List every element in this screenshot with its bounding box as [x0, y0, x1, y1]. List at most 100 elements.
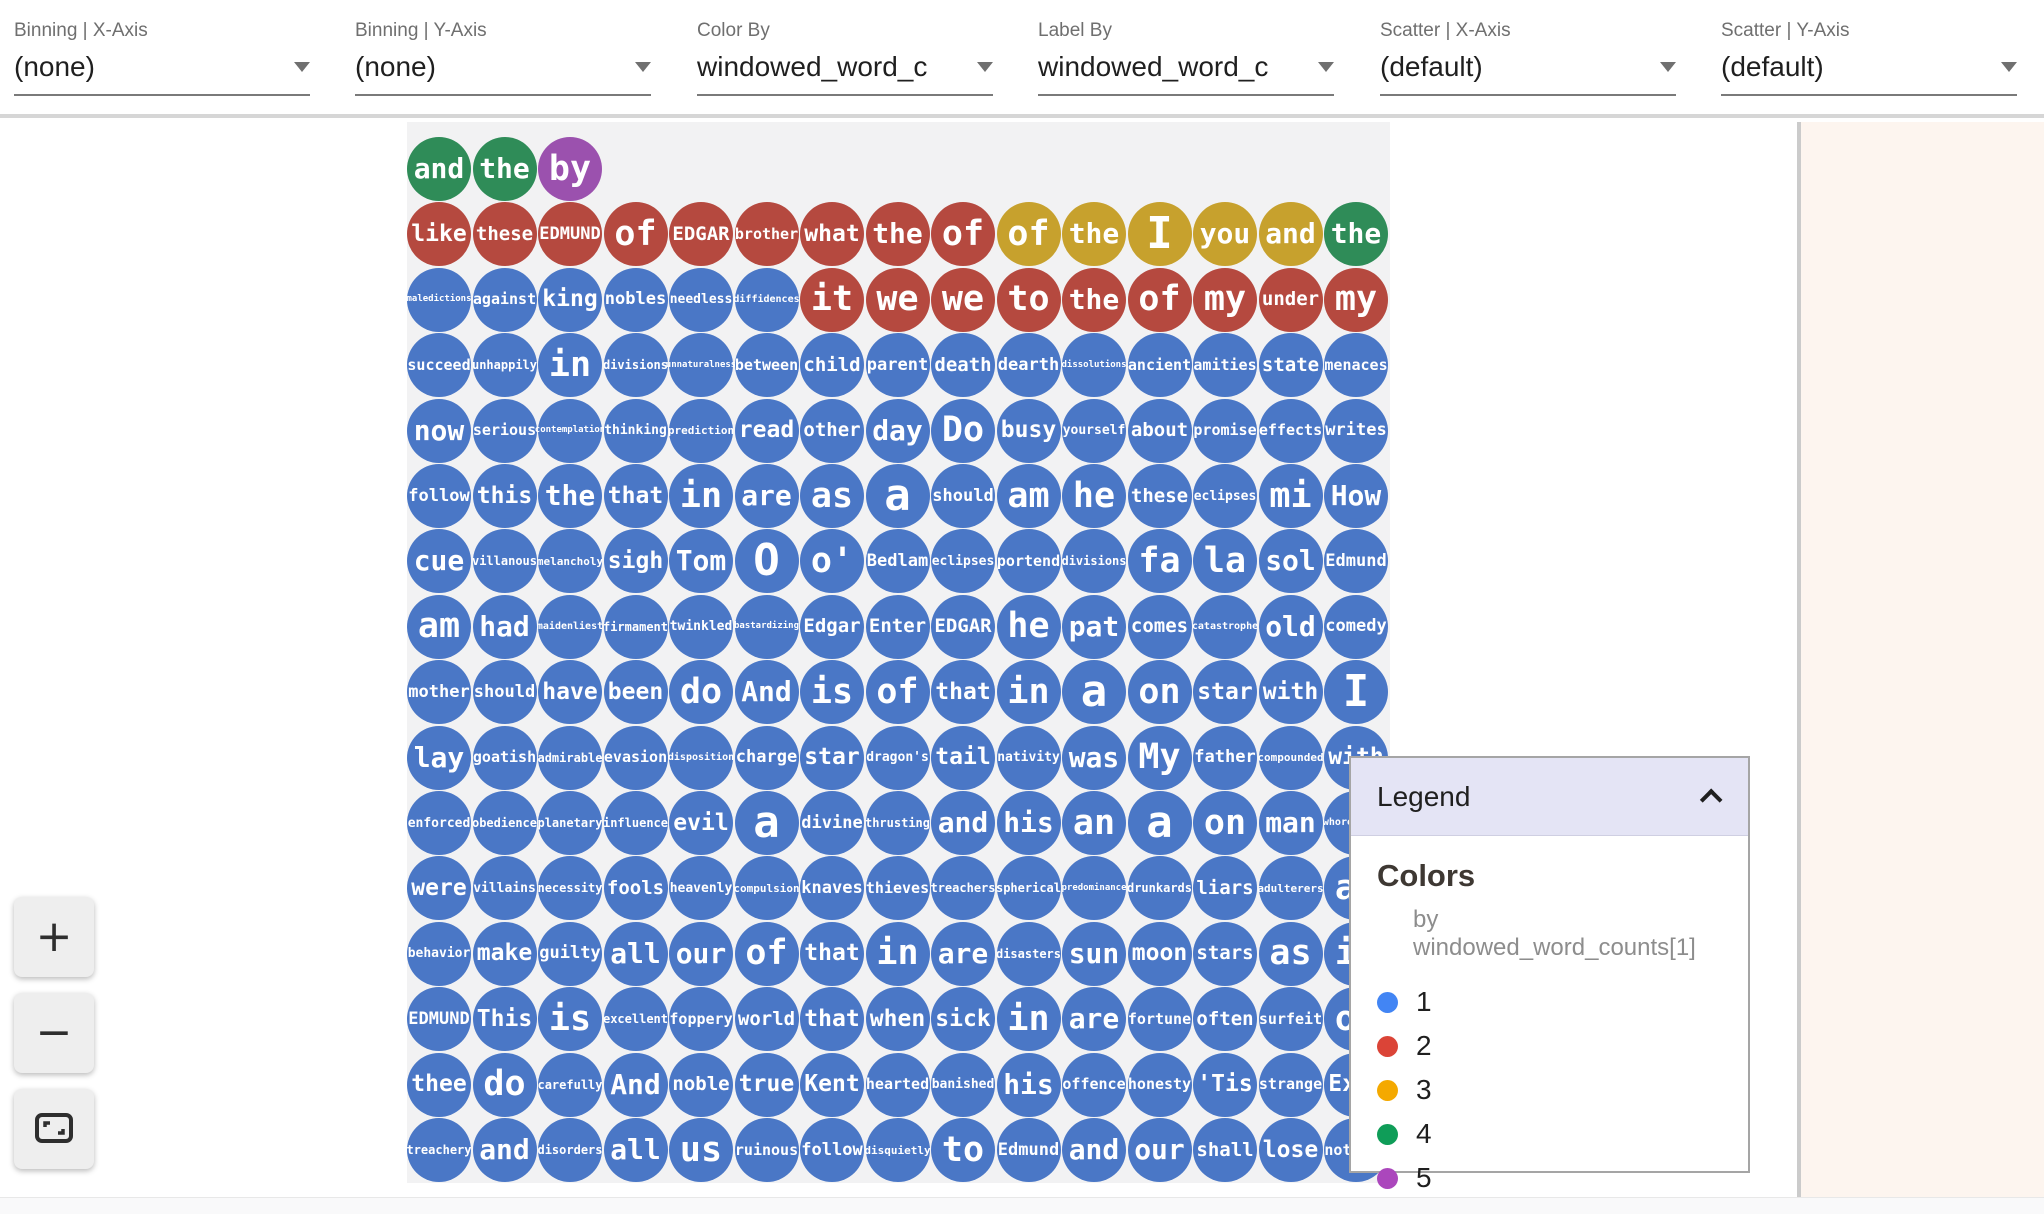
word-circle[interactable]: fa	[1127, 529, 1192, 594]
word-circle[interactable]: tail	[931, 725, 995, 790]
word-circle[interactable]: a	[1062, 660, 1126, 725]
word-circle[interactable]: world	[734, 987, 799, 1052]
word-circle[interactable]: it	[800, 267, 864, 332]
word-circle[interactable]: the	[1062, 202, 1126, 267]
word-circle[interactable]: disquietly	[864, 1118, 931, 1182]
word-circle[interactable]: of	[603, 202, 668, 267]
word-circle[interactable]: that	[603, 464, 668, 528]
word-circle[interactable]: Edgar	[800, 594, 864, 659]
word-circle[interactable]: are	[1062, 987, 1126, 1052]
word-circle[interactable]: on	[1193, 791, 1257, 855]
word-circle[interactable]: necessity	[537, 856, 603, 921]
word-circle[interactable]: moon	[1127, 921, 1192, 986]
word-circle[interactable]: succeed	[407, 333, 471, 398]
word-circle[interactable]: my	[1324, 267, 1388, 332]
word-circle[interactable]: menaces	[1324, 333, 1388, 398]
word-circle[interactable]: death	[931, 333, 995, 398]
word-circle[interactable]: Tom	[669, 529, 733, 594]
dropdown-scatter-y-axis[interactable]: Scatter | Y-Axis (default)	[1721, 20, 2017, 96]
word-circle[interactable]: charge	[734, 725, 799, 790]
word-circle[interactable]: a	[1127, 791, 1192, 855]
word-circle[interactable]: admirable	[537, 725, 603, 790]
word-circle[interactable]: man	[1258, 791, 1323, 855]
word-circle[interactable]: My	[1127, 725, 1192, 790]
word-circle[interactable]: hearted	[865, 1052, 930, 1117]
word-circle[interactable]: do	[472, 1052, 537, 1117]
dropdown-binning-y-axis[interactable]: Binning | Y-Axis (none)	[355, 20, 651, 96]
word-circle[interactable]: and	[1062, 1118, 1126, 1182]
word-circle[interactable]: EDMUND	[538, 202, 602, 267]
word-circle[interactable]: do	[669, 660, 733, 725]
word-circle[interactable]: treachery	[407, 1118, 472, 1182]
word-circle[interactable]: sun	[1062, 921, 1126, 986]
word-circle[interactable]: by	[538, 137, 602, 201]
word-circle[interactable]: thee	[407, 1052, 471, 1117]
word-circle[interactable]: busy	[996, 398, 1061, 463]
word-circle[interactable]: should	[931, 464, 995, 528]
word-circle[interactable]: my	[1193, 267, 1257, 332]
word-circle[interactable]: thrusting	[865, 791, 930, 855]
word-circle[interactable]: a	[865, 464, 930, 528]
word-circle[interactable]: serious	[472, 398, 537, 463]
word-circle[interactable]: and	[931, 791, 995, 855]
word-circle[interactable]: cue	[407, 529, 471, 594]
word-circle[interactable]: parent	[865, 333, 930, 398]
word-circle[interactable]: an	[1062, 791, 1126, 855]
word-circle[interactable]: dragon's	[865, 725, 930, 790]
word-circle[interactable]: unnaturalness	[666, 333, 736, 398]
word-circle[interactable]: been	[603, 660, 668, 725]
word-circle[interactable]: of	[931, 202, 995, 267]
word-circle[interactable]: am	[407, 594, 471, 659]
word-circle[interactable]: liars	[1193, 856, 1257, 921]
word-circle[interactable]: knaves	[800, 856, 864, 921]
word-circle[interactable]: amities	[1193, 333, 1257, 398]
word-circle[interactable]: our	[1127, 1118, 1192, 1182]
word-circle[interactable]: carefully	[537, 1052, 603, 1117]
word-circle[interactable]: comedy	[1324, 594, 1388, 659]
word-circle[interactable]: mother	[407, 660, 471, 725]
word-circle[interactable]: and	[1258, 202, 1323, 267]
word-circle[interactable]: and	[407, 137, 471, 201]
dropdown-label-by[interactable]: Label By windowed_word_c	[1038, 20, 1334, 96]
word-circle[interactable]: fortune	[1127, 987, 1192, 1052]
word-circle[interactable]: villains	[472, 856, 537, 921]
word-circle[interactable]: Edmund	[996, 1118, 1061, 1182]
word-circle[interactable]: And	[734, 660, 799, 725]
word-circle[interactable]: us	[669, 1118, 733, 1182]
word-circle[interactable]: in	[669, 464, 733, 528]
chevron-down-icon[interactable]	[977, 62, 993, 72]
word-circle[interactable]: contemplation	[535, 398, 605, 463]
word-circle[interactable]: guilty	[538, 921, 602, 986]
word-circle[interactable]: drunkards	[1127, 856, 1192, 921]
word-circle[interactable]: prediction	[668, 398, 734, 463]
word-circle[interactable]: as	[800, 464, 864, 528]
word-circle[interactable]: effects	[1258, 398, 1323, 463]
word-circle[interactable]: read	[734, 398, 799, 463]
word-circle[interactable]: against	[472, 267, 537, 332]
word-circle[interactable]: treachers	[930, 856, 996, 921]
word-circle[interactable]: obedience	[472, 791, 537, 855]
word-circle[interactable]: brother	[734, 202, 799, 267]
word-circle[interactable]: star	[800, 725, 864, 790]
word-circle[interactable]: thieves	[865, 856, 930, 921]
word-circle[interactable]: catastrophe	[1192, 594, 1258, 659]
word-circle[interactable]: spherical	[996, 856, 1061, 921]
word-circle[interactable]: noble	[669, 1052, 733, 1117]
word-circle[interactable]: I	[1324, 660, 1388, 725]
dropdown-color-by[interactable]: Color By windowed_word_c	[697, 20, 993, 96]
chevron-up-icon[interactable]	[1699, 788, 1723, 811]
word-circle[interactable]: we	[865, 267, 930, 332]
word-circle[interactable]: had	[472, 594, 537, 659]
word-circle[interactable]: king	[538, 267, 602, 332]
word-circle[interactable]: true	[734, 1052, 799, 1117]
word-circle[interactable]: the	[1324, 202, 1388, 267]
word-circle[interactable]: that	[800, 921, 864, 986]
word-circle[interactable]: like	[407, 202, 471, 267]
word-circle[interactable]: what	[800, 202, 864, 267]
word-circle[interactable]: the	[472, 137, 537, 201]
word-circle[interactable]: unhappily	[472, 333, 537, 398]
word-circle[interactable]: foppery	[669, 987, 733, 1052]
word-circle[interactable]: needless	[669, 267, 733, 332]
word-circle[interactable]: in	[996, 660, 1061, 725]
word-circle[interactable]: divisions	[603, 333, 668, 398]
